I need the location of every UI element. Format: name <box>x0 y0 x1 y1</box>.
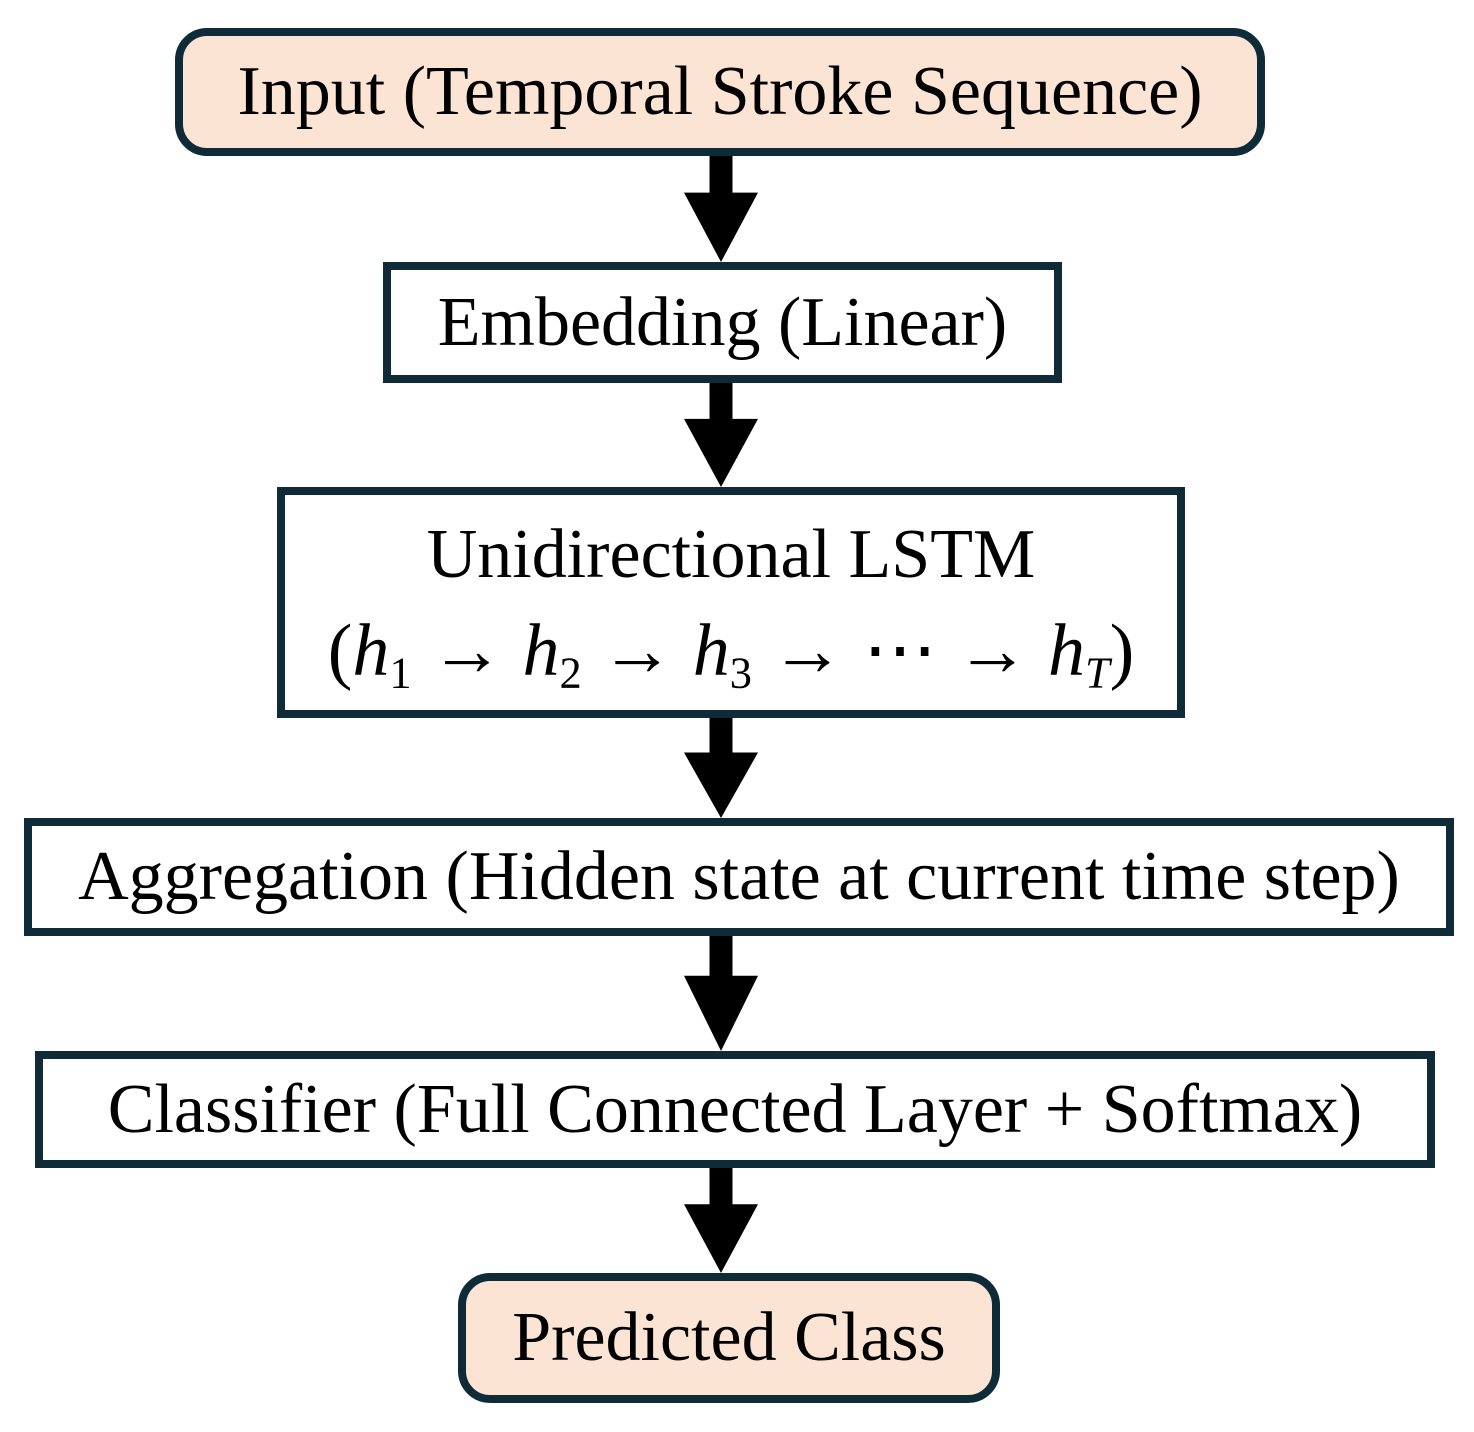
down-arrow-icon <box>684 383 758 487</box>
node-input-label: Input (Temporal Stroke Sequence) <box>237 53 1203 131</box>
down-arrow <box>684 718 758 818</box>
node-aggregation-label: Aggregation (Hidden state at current tim… <box>78 838 1400 916</box>
down-arrow-icon <box>684 936 758 1051</box>
down-arrow-icon <box>684 156 758 262</box>
down-arrow-icon <box>684 718 758 818</box>
down-arrow <box>684 156 758 262</box>
down-arrow <box>684 383 758 487</box>
down-arrow <box>684 1168 758 1273</box>
node-classifier: Classifier (Full Connected Layer + Softm… <box>35 1051 1435 1168</box>
down-arrow-icon <box>684 1168 758 1273</box>
node-embedding: Embedding (Linear) <box>383 262 1062 383</box>
node-aggregation: Aggregation (Hidden state at current tim… <box>24 818 1454 936</box>
node-embedding-label: Embedding (Linear) <box>437 283 1008 361</box>
node-predicted-class-label: Predicted Class <box>512 1299 946 1377</box>
node-classifier-label: Classifier (Full Connected Layer + Softm… <box>107 1070 1363 1148</box>
down-arrow <box>684 936 758 1051</box>
node-unidirectional-lstm-label: Unidirectional LSTM <box>426 515 1036 593</box>
lstm-hidden-state-formula: (h1 → h2 → h3 → ⋯ → hT) <box>327 609 1135 697</box>
node-predicted-class: Predicted Class <box>458 1273 1000 1403</box>
node-input: Input (Temporal Stroke Sequence) <box>175 28 1265 156</box>
node-unidirectional-lstm: Unidirectional LSTM (h1 → h2 → h3 → ⋯ → … <box>277 487 1185 718</box>
